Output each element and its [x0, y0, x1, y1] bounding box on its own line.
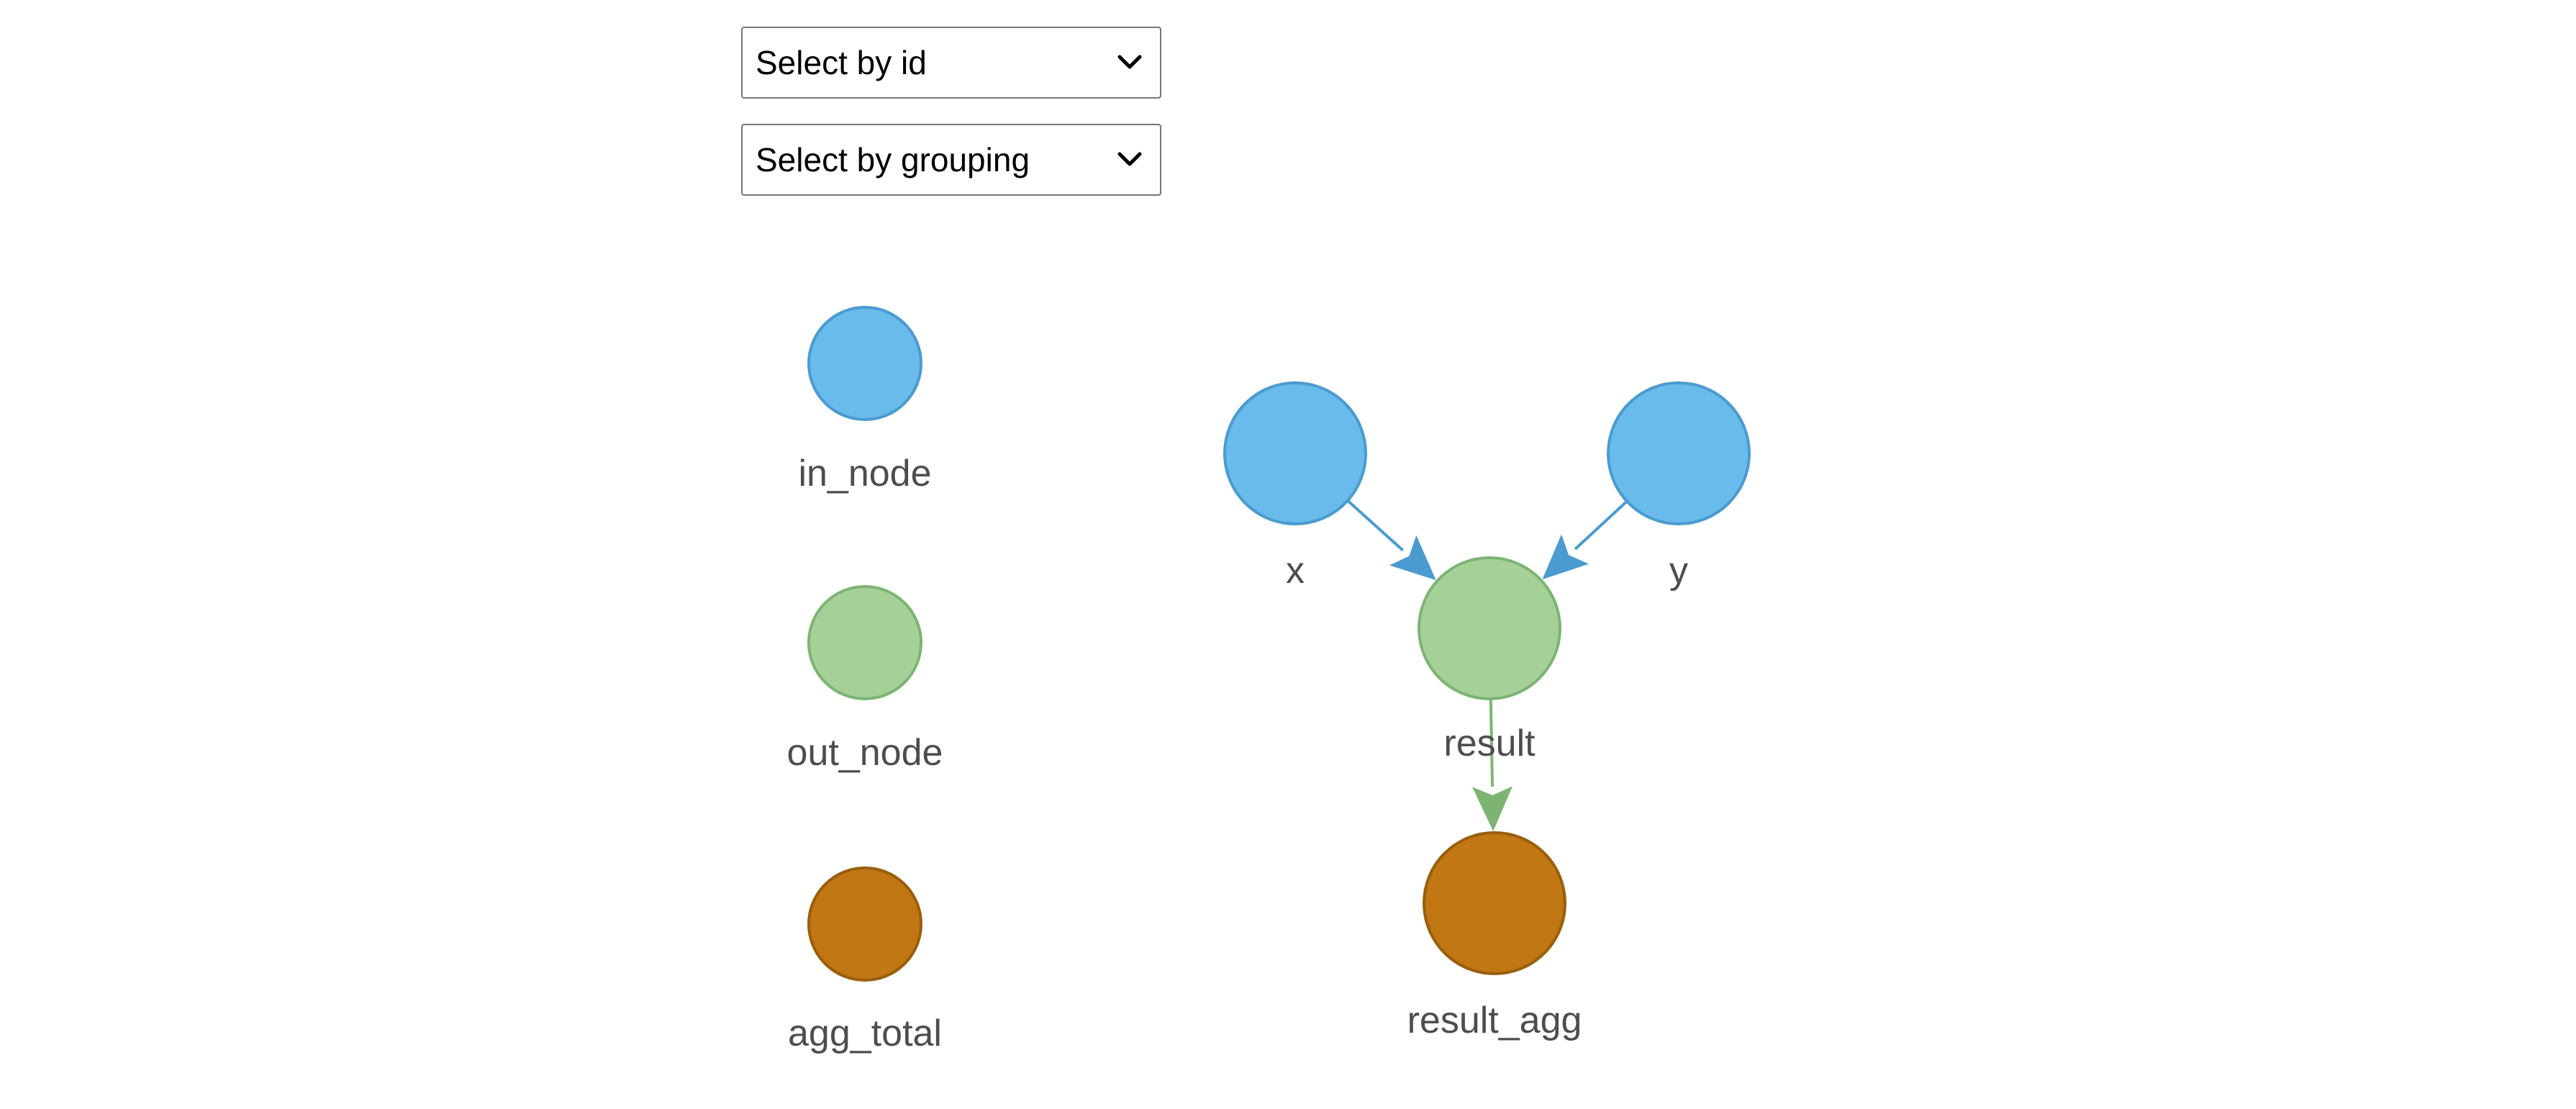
arrow-head-icon [1542, 534, 1589, 580]
chevron-down-icon [1115, 48, 1144, 77]
nodes-layer: x y result result_agg [1223, 381, 1751, 1041]
edge-x-to-result[interactable] [1346, 499, 1436, 581]
graph-node-y[interactable]: y [1607, 381, 1751, 592]
graph-node-result-agg[interactable]: result_agg [1407, 831, 1582, 1041]
legend-item-out-node[interactable]: out_node [787, 585, 943, 774]
graph-node-x[interactable]: x [1223, 381, 1367, 592]
node-label-x: x [1286, 550, 1305, 592]
edge-y-to-result[interactable] [1542, 500, 1628, 580]
legend-label-in-node: in_node [798, 453, 931, 494]
edges-layer [1346, 499, 1628, 832]
node-circle-result[interactable] [1418, 556, 1561, 700]
select-by-id-value: Select by id [756, 44, 927, 81]
node-circle-y[interactable] [1607, 381, 1751, 525]
edge-line [1346, 499, 1404, 552]
select-by-id-dropdown[interactable]: Select by id [741, 27, 1161, 99]
edge-line [1574, 500, 1628, 551]
edge-line [1489, 698, 1495, 787]
chevron-down-icon [1115, 145, 1144, 174]
edge-result-to-result-agg[interactable] [1472, 698, 1513, 832]
legend-node-out-node[interactable] [807, 585, 922, 700]
legend-label-agg-total: agg_total [788, 1013, 942, 1054]
legend-item-agg-total[interactable]: agg_total [788, 866, 942, 1054]
legend: in_node out_node agg_total [787, 306, 943, 1054]
graph-node-result[interactable]: result [1418, 556, 1561, 764]
arrow-head-icon [1472, 786, 1513, 832]
legend-node-in-node[interactable] [807, 306, 922, 421]
node-circle-result-agg[interactable] [1423, 831, 1566, 975]
select-by-grouping-dropdown[interactable]: Select by grouping [741, 124, 1161, 196]
select-by-grouping-value: Select by grouping [756, 141, 1030, 178]
legend-label-out-node: out_node [787, 732, 943, 774]
node-label-result-agg: result_agg [1407, 1000, 1582, 1041]
legend-node-agg-total[interactable] [807, 866, 922, 982]
arrow-head-icon [1389, 535, 1436, 581]
node-label-result: result [1443, 723, 1536, 764]
legend-item-in-node[interactable]: in_node [798, 306, 932, 494]
node-label-y: y [1669, 550, 1688, 592]
node-circle-x[interactable] [1223, 381, 1367, 525]
